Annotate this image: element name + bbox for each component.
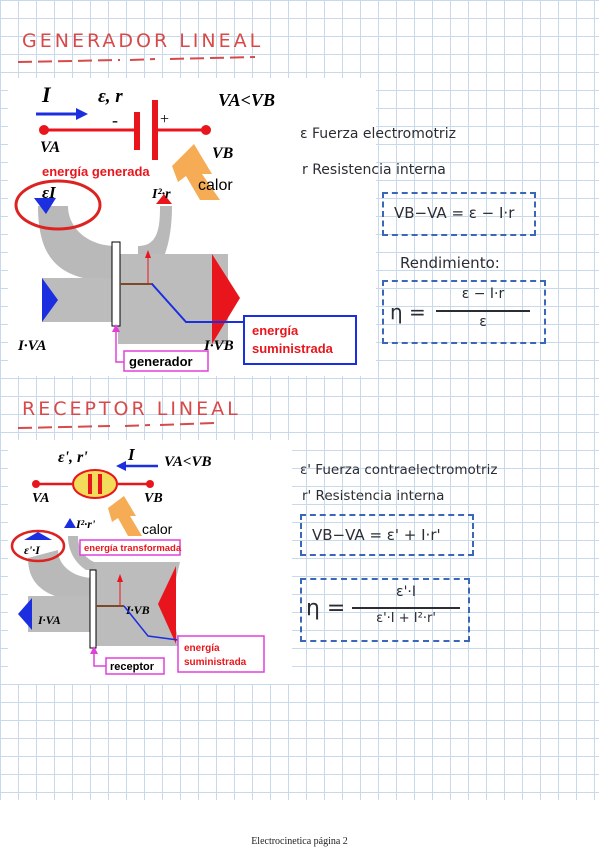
gen-current-label: I <box>41 82 52 107</box>
gen-plus: + <box>160 111 169 128</box>
receptor-title: RECEPTOR LINEAL <box>22 398 241 420</box>
gen-ivb: I·VB <box>203 338 234 354</box>
gen-eq1: VB−VA = ε − I·r <box>394 204 515 222</box>
rec-eta-fraction-line <box>352 607 460 609</box>
gen-i2r: I²·r <box>151 187 171 202</box>
rec-eta-box: η = ε'·I ε'·I + I²·r' <box>300 578 470 642</box>
page-footer: Electrocinetica página 2 <box>251 836 348 847</box>
gen-minus: - <box>112 110 118 130</box>
rec-va: VA <box>32 491 50 506</box>
gen-eI: εI <box>42 183 57 202</box>
gen-calor: calor <box>198 177 233 194</box>
gen-eq1-box: VB−VA = ε − I·r <box>382 192 536 236</box>
gen-vb: VB <box>212 145 234 162</box>
rec-eq1: VB−VA = ε' + I·r' <box>312 526 441 544</box>
gen-energia-generada: energía generada <box>42 164 150 179</box>
rec-vb: VB <box>144 491 163 506</box>
gen-rendimiento: Rendimiento: <box>400 254 500 272</box>
receptor-diagram-panel: ε', r' I VA<VB VA VB calor I²·r' <box>8 440 292 684</box>
gen-va-lt-vb: VA<VB <box>218 90 275 110</box>
gen-note-emf: ε Fuerza electromotriz <box>300 126 456 142</box>
rec-energia-line1: energía <box>184 643 220 654</box>
rec-note-resistance: r' Resistencia interna <box>302 488 445 504</box>
gen-note-resistance: r Resistencia interna <box>302 162 446 178</box>
rec-iva: I·VA <box>37 613 61 627</box>
rec-current-label: I <box>127 445 136 464</box>
rec-calor: calor <box>142 521 173 537</box>
gen-eta-fraction-line <box>436 310 530 312</box>
rec-eta: η = <box>306 596 346 621</box>
rec-receptor-label: receptor <box>110 661 155 673</box>
gen-emf-label: ε, r <box>98 86 123 107</box>
rec-energia-line2: suministrada <box>184 657 247 668</box>
gen-generador-label: generador <box>129 354 193 369</box>
gen-eta-num: ε − I·r <box>461 286 505 302</box>
rec-emf-label: ε', r' <box>58 449 88 466</box>
rec-i2r: I²·r' <box>75 517 96 531</box>
gen-energia-line1: energía <box>252 323 299 338</box>
gen-eta-den: ε <box>479 314 487 330</box>
rec-note-emf: ε' Fuerza contraelectromotriz <box>300 462 498 478</box>
rec-eta-num: ε'·I <box>396 584 416 600</box>
gen-iva: I·VA <box>17 338 46 354</box>
gen-eta: η = <box>390 300 426 324</box>
rec-ivb: I·VB <box>125 603 150 617</box>
gen-va: VA <box>40 139 60 156</box>
rec-va-lt-vb: VA<VB <box>164 454 211 470</box>
receptor-diagram: ε', r' I VA<VB VA VB calor I²·r' <box>10 445 265 675</box>
rec-energia-transformada: energía transformada <box>84 543 182 554</box>
generator-diagram: I ε, r VA<VB - + VA VB energía generada … <box>14 82 357 372</box>
gen-energia-line2: suministrada <box>252 341 334 356</box>
gen-eta-box: η = ε − I·r ε <box>382 280 546 344</box>
rec-eta-den: ε'·I + I²·r' <box>376 611 436 626</box>
rec-eq1-box: VB−VA = ε' + I·r' <box>300 514 474 556</box>
rec-eI: ε'·I <box>24 543 41 557</box>
generator-title: GENERADOR LINEAL <box>22 30 264 52</box>
generator-diagram-panel: I ε, r VA<VB - + VA VB energía generada … <box>8 78 376 376</box>
